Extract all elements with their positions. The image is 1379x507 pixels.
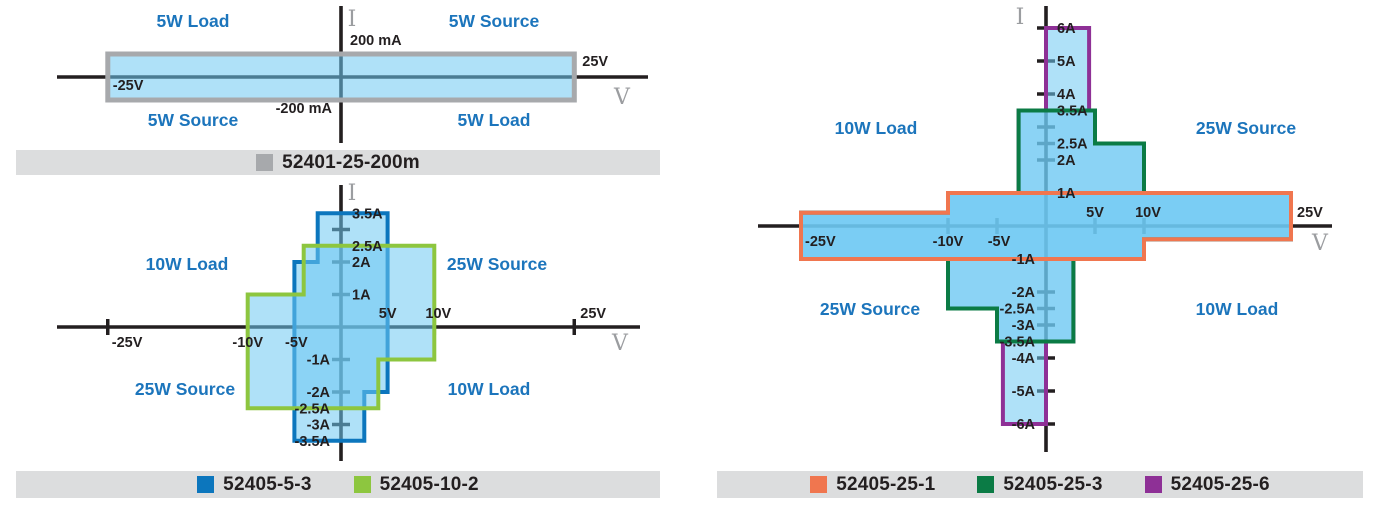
legend-52405-low-voltage: 52405-5-3 52405-10-2 [16, 471, 660, 498]
quadrant-label: 5W Load [157, 11, 230, 31]
v-axis-letter: V [1311, 231, 1329, 256]
i-tick-label: -3A [307, 418, 331, 434]
v-axis-letter: V [613, 85, 631, 110]
legend-model-label: 52405-25-6 [1170, 473, 1270, 495]
legend-swatch-icon [197, 476, 215, 493]
i-tick-label: -2A [307, 385, 331, 401]
i-tick-label: -2.5A [295, 401, 331, 417]
quadrant-label: 5W Source [449, 11, 540, 31]
quadrant-label: 5W Load [458, 110, 531, 130]
quadrant-label: 25W Source [135, 379, 235, 399]
v-tick-label: -25V [113, 78, 144, 94]
v-tick-label: 10V [1135, 205, 1161, 221]
legend-52401: 52401-25-200m [16, 150, 660, 175]
quadrant-label: 10W Load [448, 379, 531, 399]
i-tick-label: -6A [1012, 417, 1036, 433]
i-tick-label: 2A [352, 255, 371, 271]
v-tick-label: 25V [1297, 205, 1323, 221]
i-tick-label: -5A [1012, 384, 1036, 400]
i-tick-label: -200 mA [276, 101, 333, 117]
region-52401-25-200m [105, 51, 577, 103]
v-tick-label: -10V [933, 234, 964, 250]
legend-model-label: 52405-25-1 [836, 473, 936, 495]
v-tick-label: -10V [232, 335, 263, 351]
quadrant-label: 10W Load [146, 254, 229, 274]
v-tick-label: -5V [285, 335, 308, 351]
i-tick-label: 3.5A [352, 206, 383, 222]
v-tick-label: -25V [805, 234, 836, 250]
i-axis-letter: I [348, 7, 357, 32]
i-tick-label: -4A [1012, 351, 1036, 367]
v-tick-label: 5V [379, 306, 397, 322]
i-tick-label: -2.5A [1000, 302, 1036, 318]
i-tick-label: -3.5A [295, 434, 331, 450]
v-tick-label: 25V [580, 306, 606, 322]
i-axis-letter: I [348, 181, 357, 206]
i-tick-label: 6A [1057, 21, 1076, 37]
legend-item: 52405-25-1 [810, 474, 935, 496]
quadrant-label: 25W Source [820, 299, 920, 319]
legend-item: 52401-25-200m [256, 152, 420, 174]
legend-swatch-icon [353, 476, 371, 493]
i-tick-label: -3.5A [1000, 335, 1036, 351]
quadrant-label: 10W Load [835, 118, 918, 138]
legend-model-label: 52405-10-2 [379, 473, 479, 495]
chart-52401-25-200m: -25V 25V 200 mA -200 mA 5W Load 5W Source 5W S… [57, 6, 648, 143]
legend-item: 52405-25-6 [1144, 473, 1270, 496]
i-tick-label: -3A [1012, 318, 1036, 334]
i-tick-label: 1A [1057, 186, 1076, 202]
legend-model-label: 52405-5-3 [223, 473, 312, 495]
i-tick-label: 2.5A [1057, 137, 1088, 153]
v-tick-label: -25V [112, 335, 143, 351]
v-tick-label: 10V [425, 306, 451, 322]
legend-item: 52405-5-3 [197, 474, 311, 496]
v-tick-label: -5V [988, 234, 1011, 250]
v-tick-label: 5V [1086, 205, 1104, 221]
region-52405-10-2 [245, 243, 437, 411]
i-tick-label: 4A [1057, 87, 1076, 103]
legend-item: 52405-25-3 [977, 474, 1102, 496]
legend-swatch-icon [810, 476, 828, 493]
quadrant-label: 5W Source [148, 110, 239, 130]
quadrant-label: 10W Load [1196, 299, 1279, 319]
i-tick-label: 200 mA [350, 33, 402, 49]
i-axis-letter: I [1016, 5, 1025, 30]
legend-item: 52405-10-2 [353, 473, 479, 496]
i-tick-label: -1A [307, 353, 331, 369]
i-tick-label: 3.5A [1057, 104, 1088, 120]
i-tick-label: 2.5A [352, 239, 383, 255]
v-axis-letter: V [611, 331, 629, 356]
i-tick-label: 1A [352, 288, 371, 304]
region-52405-25-1 [799, 191, 1293, 261]
v-tick-label: 25V [582, 54, 608, 70]
quadrant-label: 25W Source [447, 254, 547, 274]
quadrant-label: 25W Source [1196, 118, 1296, 138]
legend-swatch-icon [977, 476, 995, 493]
i-tick-label: 2A [1057, 153, 1076, 169]
legend-swatch-icon [256, 154, 274, 171]
legend-model-label: 52405-25-3 [1003, 473, 1103, 495]
legend-model-label: 52401-25-200m [282, 151, 420, 173]
legend-swatch-icon [1144, 476, 1162, 493]
legend-52405-25v: 52405-25-1 52405-25-3 52405-25-6 [717, 471, 1363, 498]
i-tick-label: -1A [1012, 252, 1036, 268]
i-tick-label: -2A [1012, 285, 1036, 301]
i-tick-label: 5A [1057, 54, 1076, 70]
